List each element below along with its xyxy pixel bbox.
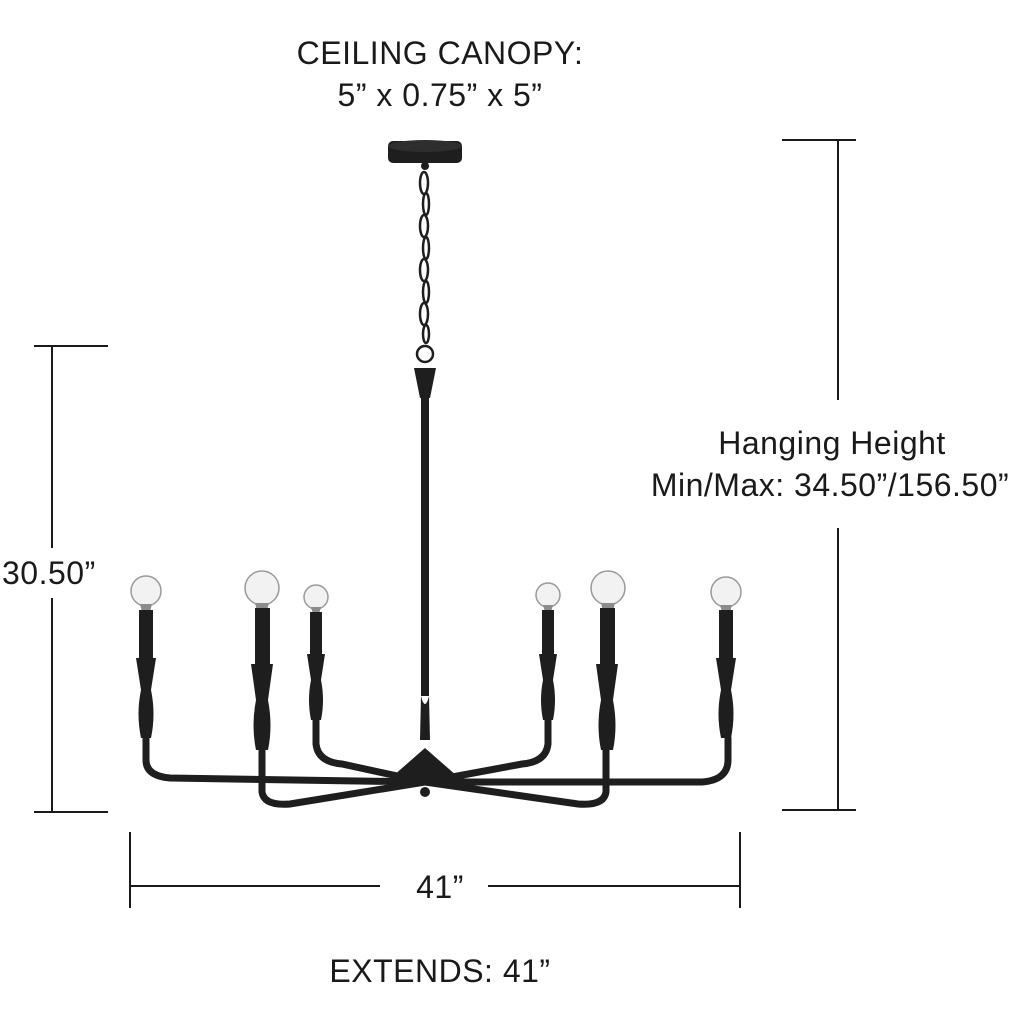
candle-light-1	[130, 575, 162, 738]
fixture-height-label: 30.50”	[2, 555, 96, 591]
candle-light-2	[244, 570, 280, 750]
hanging-height-title: Hanging Height	[718, 425, 946, 461]
fixture-width-dimension	[129, 832, 741, 908]
fixture-arms	[142, 716, 732, 808]
canopy-title: CEILING CANOPY:	[296, 35, 584, 71]
extends-label: EXTENDS: 41”	[329, 953, 551, 989]
canopy-dimensions: 5” x 0.75” x 5”	[337, 77, 543, 113]
hanging-chain	[415, 170, 435, 364]
candle-light-4	[535, 582, 561, 720]
center-stem	[393, 368, 457, 797]
hanging-height-range: Min/Max: 34.50”/156.50”	[650, 467, 1010, 503]
candle-light-5	[590, 570, 626, 750]
candle-light-6	[710, 576, 742, 738]
fixture-width-label: 41”	[416, 869, 464, 905]
hanging-height-dimension	[782, 139, 856, 811]
candle-light-3	[303, 584, 329, 720]
ceiling-canopy	[388, 140, 462, 170]
fixture-height-dimension	[34, 345, 108, 813]
